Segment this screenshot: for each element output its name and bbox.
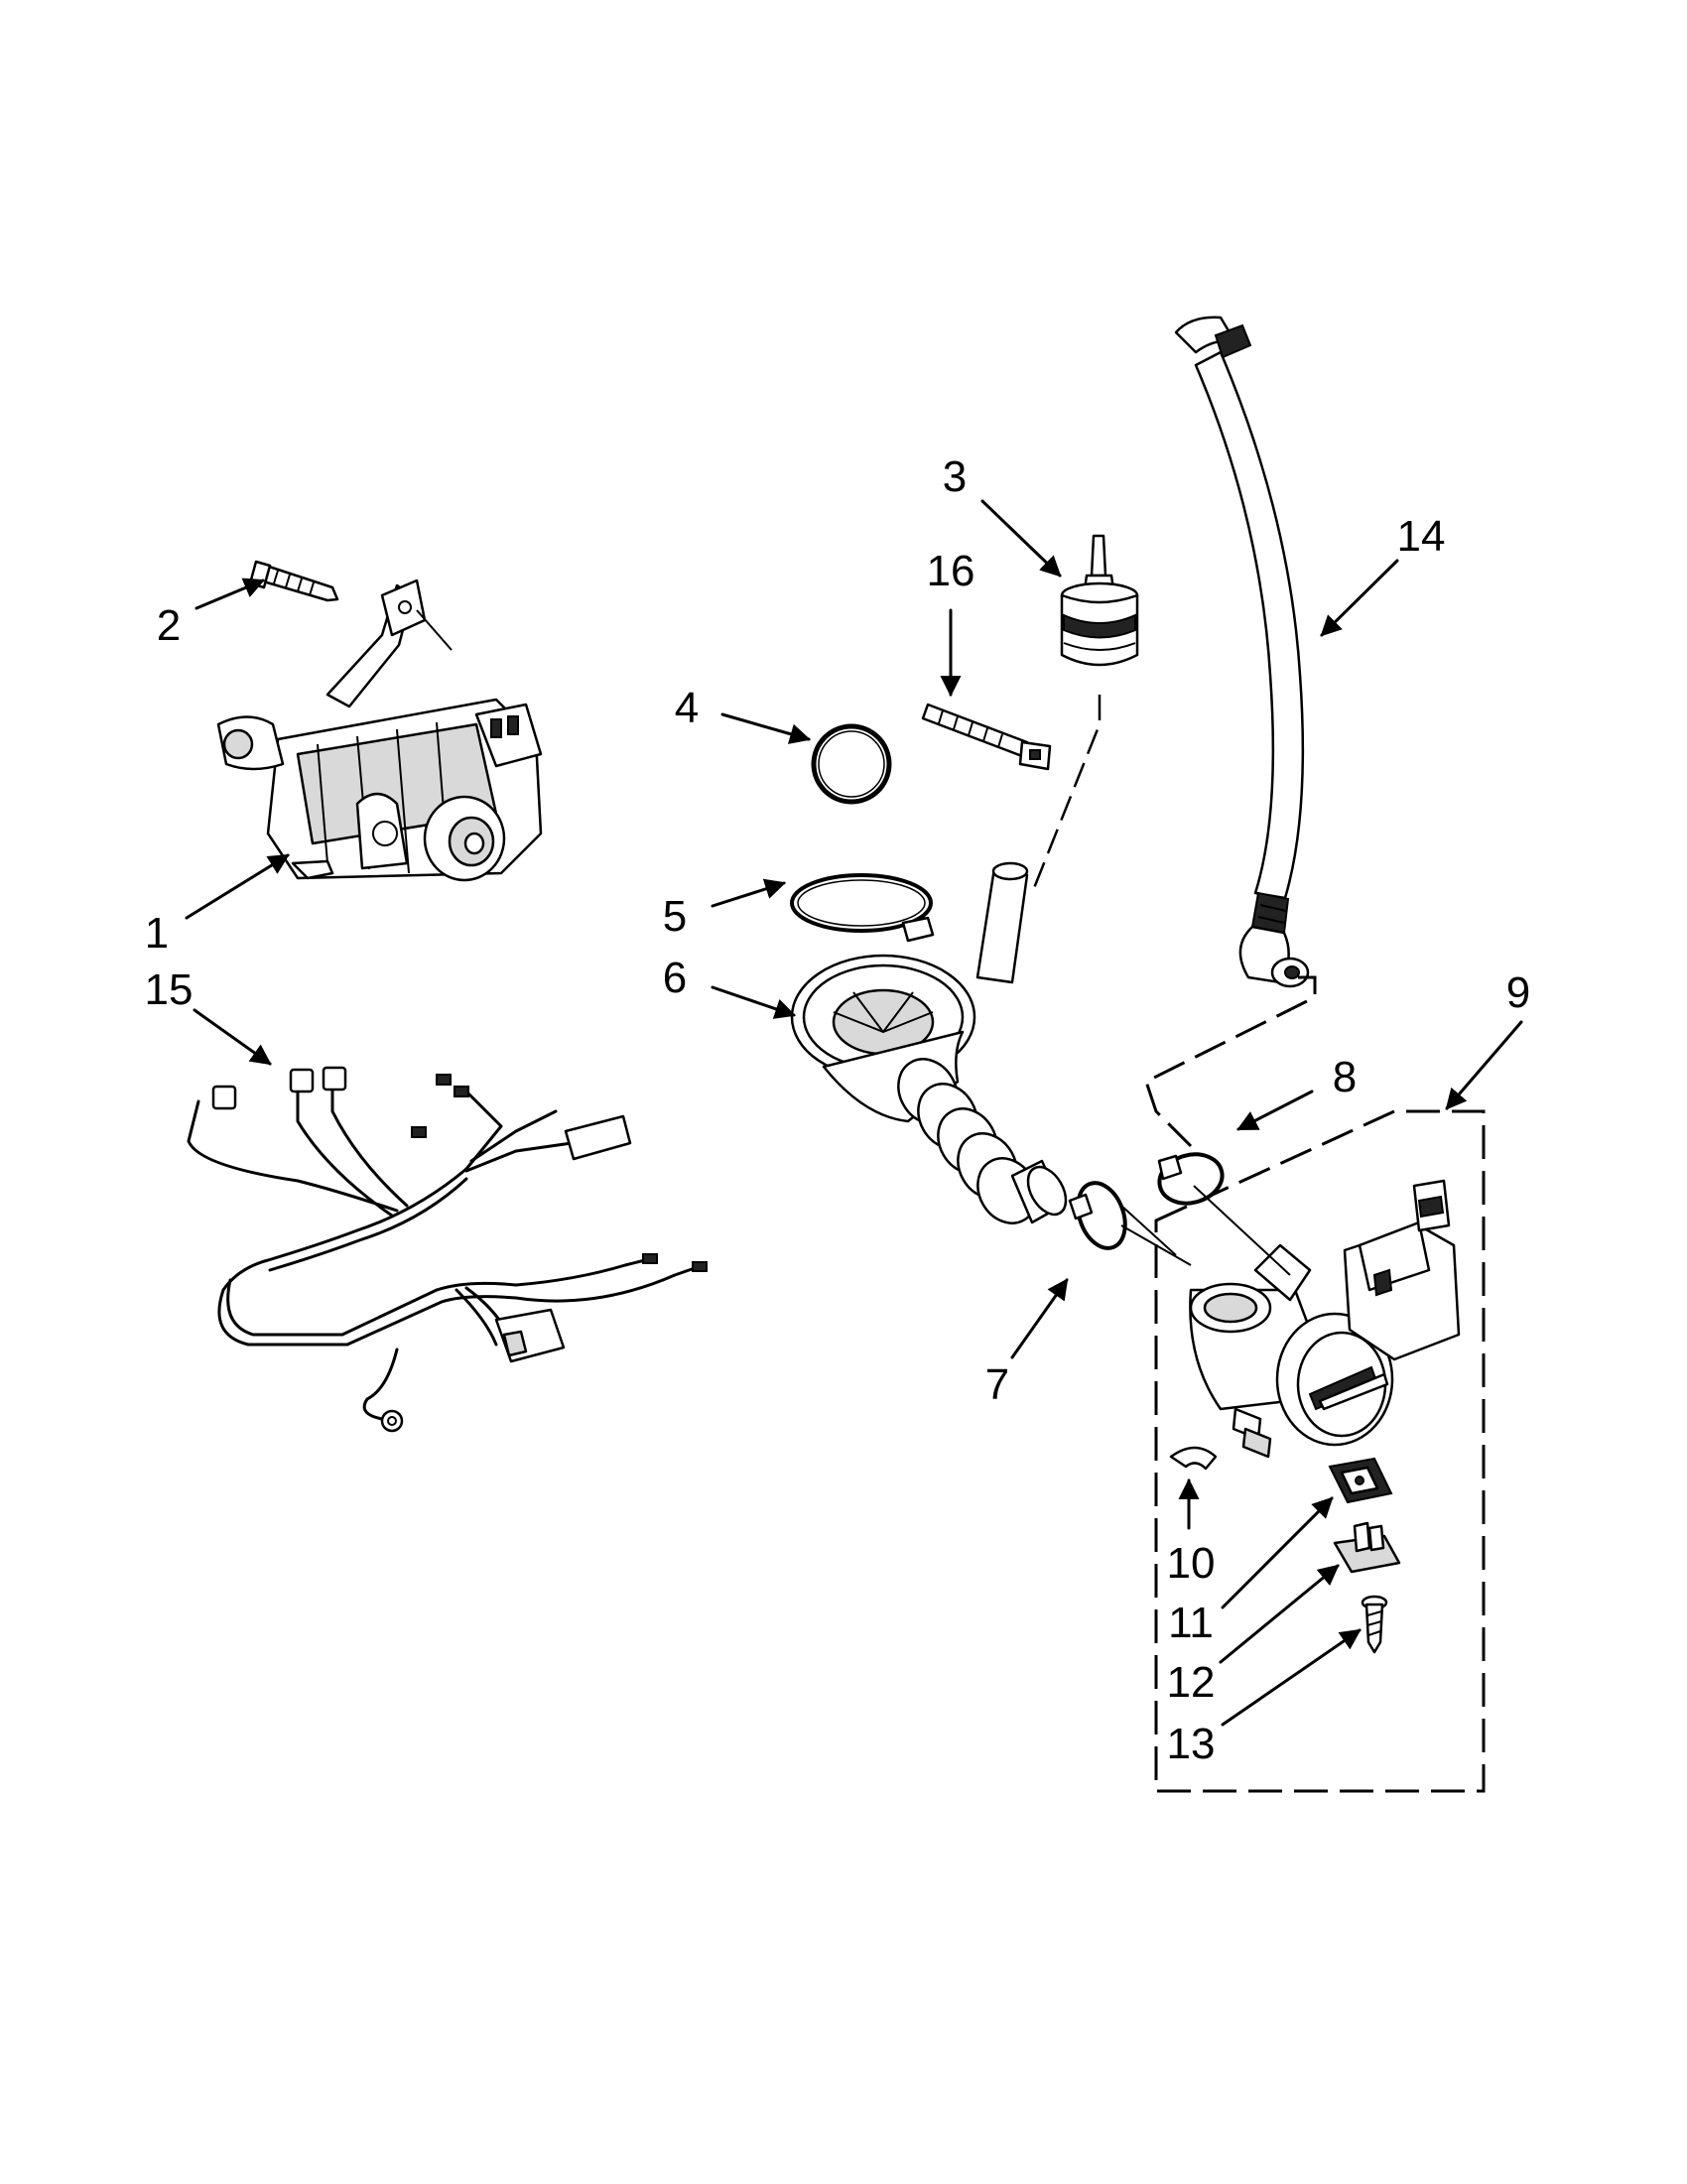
callout-13: 13 bbox=[1167, 1720, 1216, 1768]
screw-icon[interactable] bbox=[1361, 1595, 1388, 1654]
callout-9: 9 bbox=[1506, 968, 1530, 1017]
callout-12: 12 bbox=[1167, 1658, 1216, 1707]
cap-icon[interactable] bbox=[1060, 534, 1139, 667]
callout-8: 8 bbox=[1333, 1053, 1357, 1101]
bracket-icon[interactable] bbox=[1333, 1521, 1401, 1574]
hose-icon[interactable] bbox=[1144, 316, 1317, 1148]
pump-icon[interactable] bbox=[1120, 1109, 1486, 1793]
clamp-icon[interactable] bbox=[1068, 1177, 1177, 1256]
tie-icon[interactable] bbox=[921, 703, 1052, 771]
screw-icon[interactable] bbox=[248, 560, 339, 602]
callout-10: 10 bbox=[1167, 1539, 1216, 1588]
callout-11: 11 bbox=[1168, 1599, 1214, 1647]
clamp-icon[interactable] bbox=[790, 873, 935, 943]
callout-6: 6 bbox=[663, 954, 687, 1002]
ring-icon[interactable] bbox=[811, 723, 892, 805]
callout-1: 1 bbox=[145, 909, 169, 958]
callout-arrows bbox=[185, 499, 1523, 1727]
clamp-icon[interactable] bbox=[1154, 1148, 1228, 1211]
hose-icon[interactable] bbox=[790, 695, 1102, 1233]
callout-3: 3 bbox=[943, 452, 967, 501]
callout-16: 16 bbox=[927, 547, 975, 595]
pad-icon[interactable] bbox=[1328, 1457, 1393, 1504]
callout-labels: 1 2 3 4 5 6 7 8 9 10 11 12 13 14 15 16 bbox=[145, 452, 1531, 1768]
harness-icon[interactable] bbox=[187, 1066, 708, 1433]
callout-2: 2 bbox=[157, 601, 181, 650]
callout-5: 5 bbox=[663, 892, 687, 941]
callout-7: 7 bbox=[985, 1360, 1009, 1409]
callout-14: 14 bbox=[1397, 512, 1446, 561]
callout-15: 15 bbox=[145, 965, 194, 1014]
clip-icon[interactable] bbox=[1169, 1446, 1218, 1471]
motor-icon[interactable] bbox=[216, 578, 543, 882]
callout-4: 4 bbox=[675, 684, 699, 732]
